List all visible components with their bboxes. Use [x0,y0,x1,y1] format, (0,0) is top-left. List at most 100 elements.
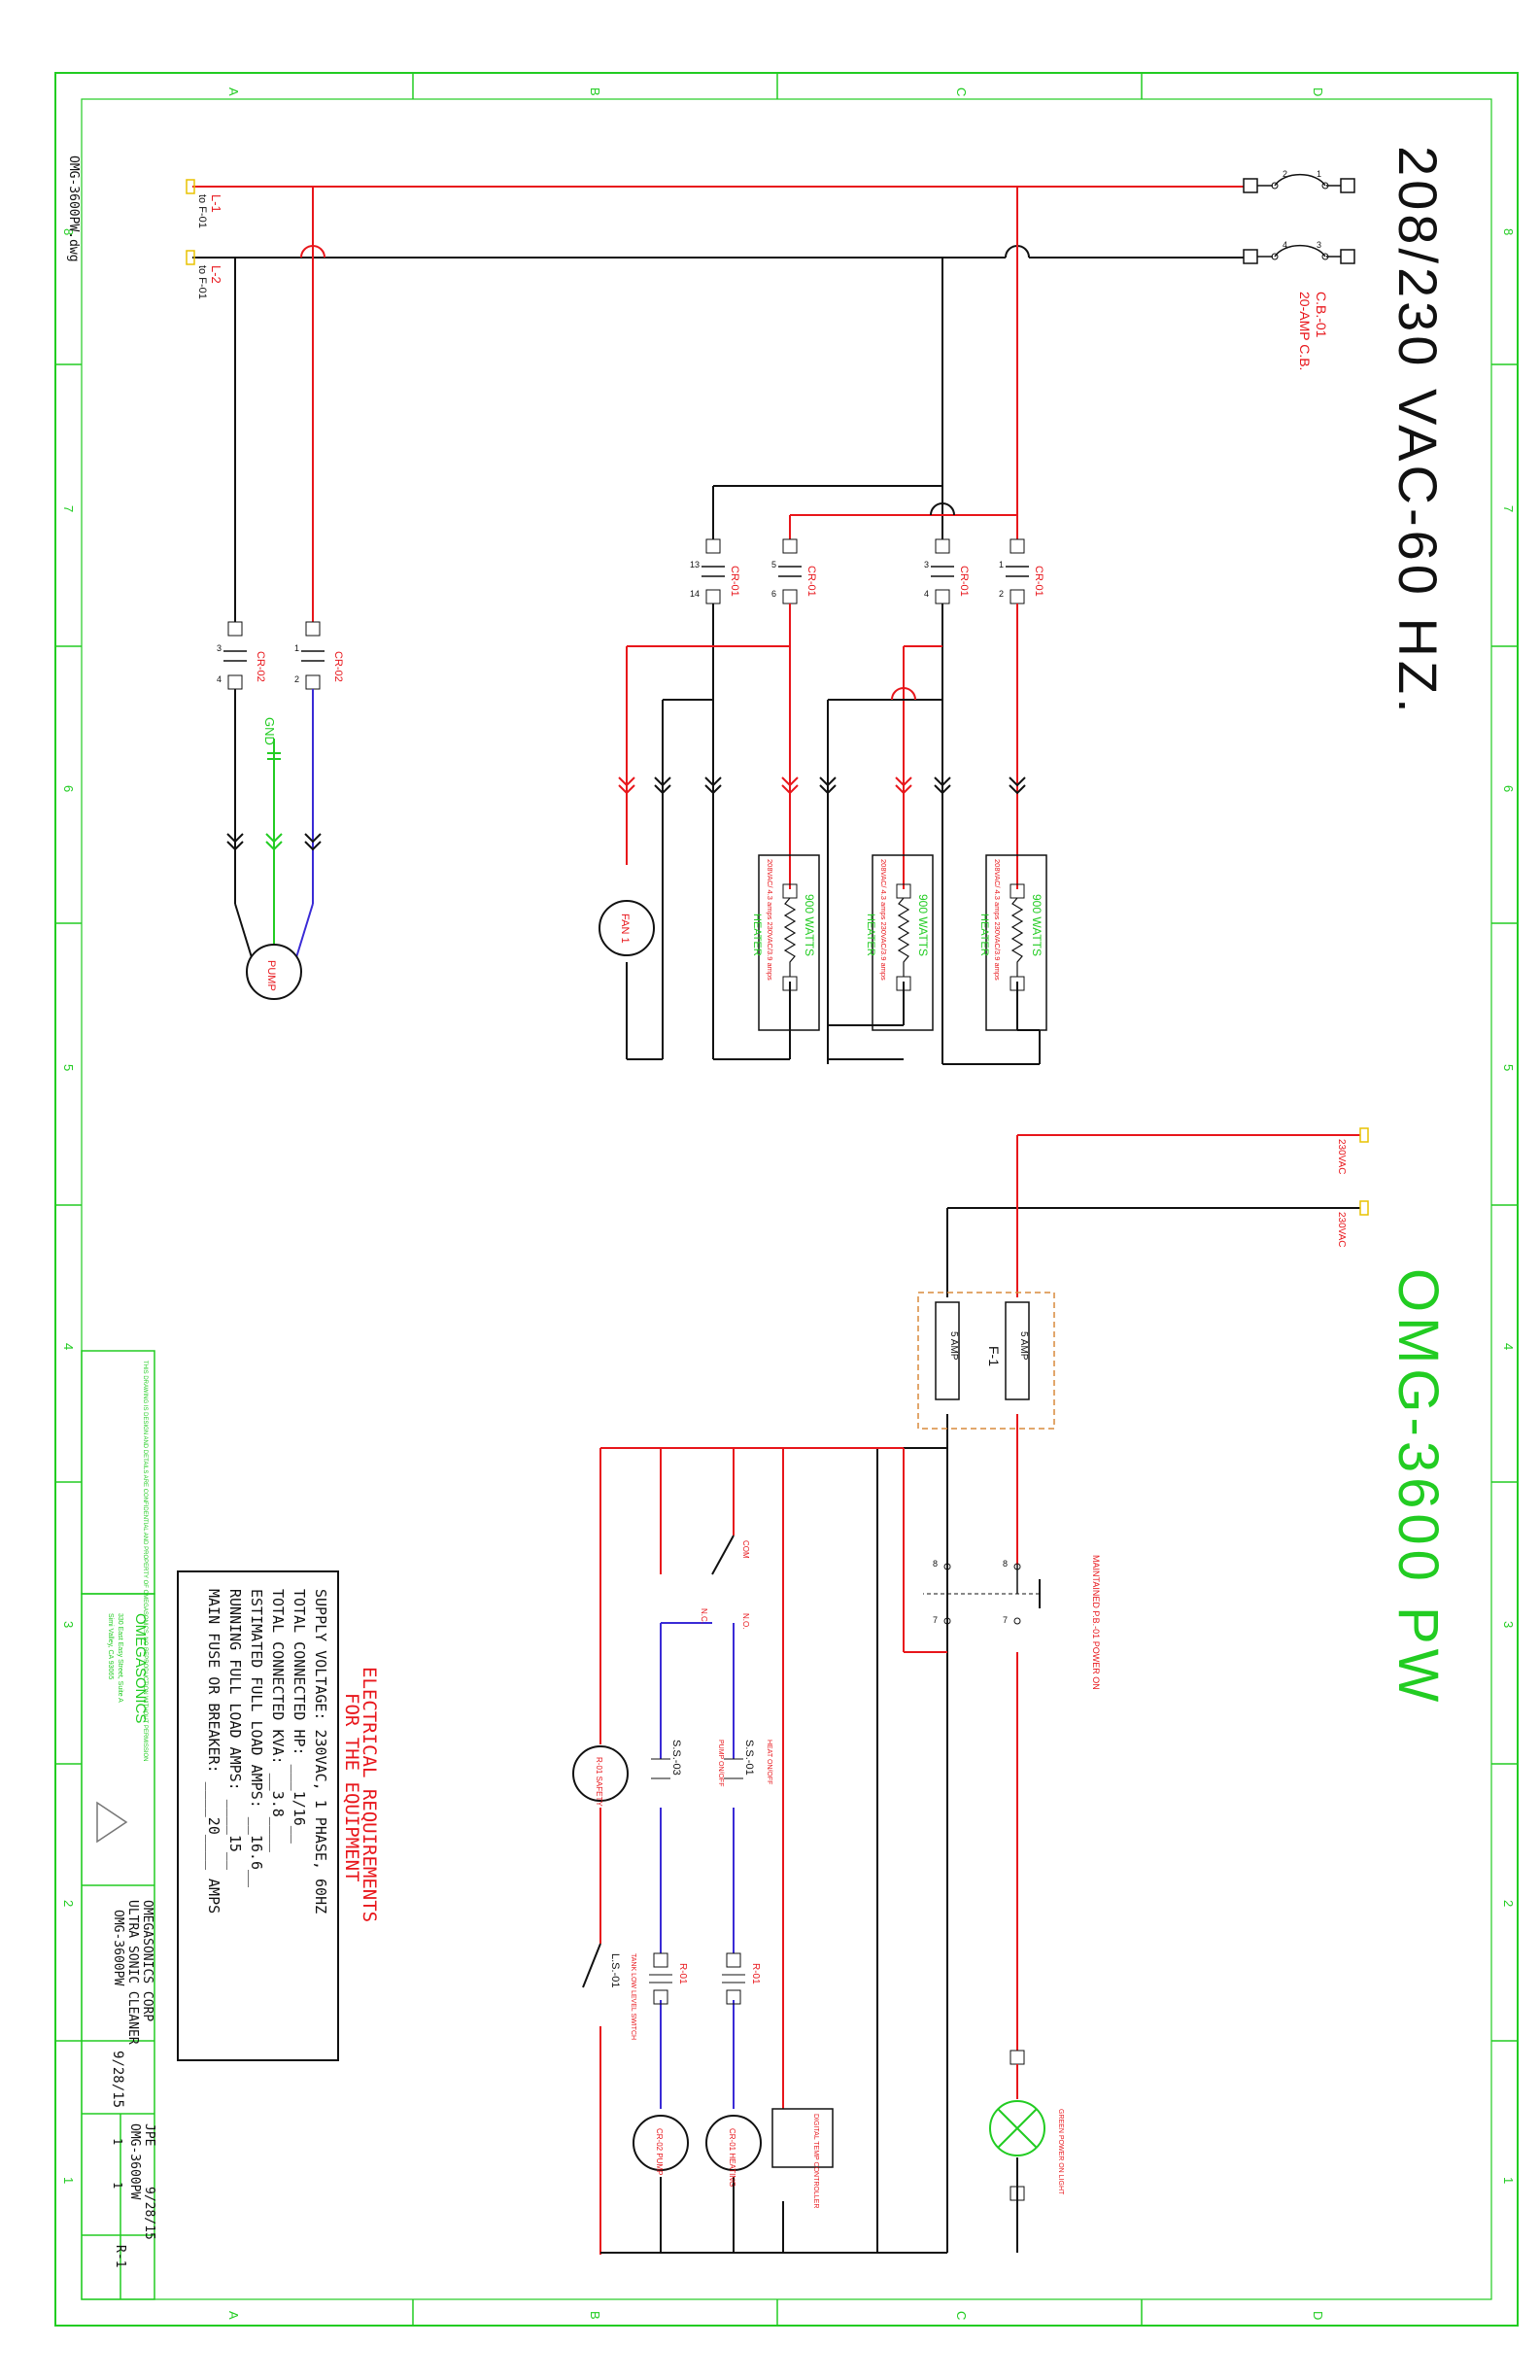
heater-2: 900 WATTS HEATER 208VAC/ 4.3 amps 230VAC… [865,854,934,1031]
zone-row-d: D [1311,87,1325,96]
zone-row-a-bottom: A [226,2311,241,2320]
heater-3-watts: 900 WATTS [803,894,816,956]
req-row-1: SUPPLY VOLTAGE: 230VAC, 1 PHASE, 60HZ [312,1589,329,1914]
zone-row-b-bottom: B [588,2311,602,2320]
tb-date-stamp: 9/28/15 [110,2051,125,2108]
cb-rating: 20-AMP C.B. [1297,292,1313,370]
cr01-pin-3: 3 [924,560,929,569]
vac1-label: 230VAC [1336,1139,1347,1175]
control-supply: 230VAC 230VAC [1336,1127,1369,1248]
heater-1-label: HEATER [978,914,990,956]
cr01-pin-2: 2 [999,589,1004,599]
tb-sheet: 1 [111,2138,124,2145]
zone-row-c: C [954,87,969,96]
zone-row-d-bottom: D [1311,2311,1325,2320]
cr02-pin-3: 3 [217,643,222,653]
zone-col-2: 2 [1501,1900,1516,1907]
ss03-desc: PUMP ON/OFF [717,1740,724,1786]
cb-id: C.B.-01 [1314,292,1329,338]
border-frame [54,72,1519,2327]
tb-dwg-no: OMG-3600PW [127,2123,142,2199]
pushbutton-pb01: MAINTAINED P.B.-01 POWER ON 8 7 8 7 [923,1555,1101,1690]
cr01-pin-6: 6 [771,589,776,599]
zone-col-8: 8 [1501,228,1516,235]
cr01-label-3: CR-01 [805,566,817,597]
ls01-label: L.S.-01 [609,1953,621,1987]
fuse-block-f1: 5 AMP 5 AMP F-1 [917,1292,1055,1430]
temp-controller: DIGITAL TEMP CONTROLLER [771,2108,834,2208]
fuse-id: F-1 [986,1346,1002,1366]
cr01-label-4: CR-01 [729,566,740,597]
req-row-6: MAIN FUSE OR BREAKER: ____20____ AMPS [205,1589,222,1914]
pb-pin-7a: 7 [1003,1615,1008,1625]
pb-pin-7b: 7 [933,1615,938,1625]
heater-2-spec: 208VAC/ 4.3 amps 230VAC/3.9 amps [879,859,888,981]
cr01-pin-5: 5 [771,560,776,569]
zone-col-4-left: 4 [61,1343,76,1350]
req-title-2: FOR THE EQUIPMENT [341,1693,362,1881]
zone-col-1-left: 1 [61,2177,76,2184]
tb-date: 9/28/15 [142,2187,156,2240]
power-wiring [192,186,1244,622]
tb-model: OMG-3600PW [111,1910,125,1985]
cr01-contacts: CR-01 CR-01 CR-01 CR-01 1 2 3 4 5 6 13 1… [690,538,1044,604]
heater-1-watts: 900 WATTS [1030,894,1044,956]
cr02-pin-4: 4 [217,674,222,684]
cr02-label-b: CR-02 [255,651,266,682]
req-row-4: ESTIMATED FULL LOAD AMPS: __16.6__ [248,1589,265,1888]
pb-label: MAINTAINED P.B.-01 POWER ON [1091,1555,1101,1690]
heater-1: 900 WATTS HEATER 208VAC/ 4.3 amps 230VAC… [978,854,1047,1031]
zone-col-5-left: 5 [61,1064,76,1071]
cr02-pin-1: 1 [294,643,299,653]
supply-title: 208/230 VAC-60 HZ. [1387,146,1449,717]
no-label: N.O. [741,1613,750,1629]
circuit-breaker-cb01: 2 1 4 3 C.B.-01 20-AMP C.B. [1243,169,1355,370]
zone-col-3-left: 3 [61,1621,76,1628]
zone-col-3: 3 [1501,1621,1516,1628]
zone-ticks [55,73,1518,2326]
light-label: GREEN POWER ON LIGHT [1057,2109,1064,2195]
fuse-1-rating: 5 AMP [1018,1331,1029,1361]
tb-drawn-by: JPE [142,2123,156,2146]
fan-label: FAN 1 [619,914,631,944]
pump-motor: PUMP [246,944,302,1000]
fan-motor: FAN 1 [599,900,655,956]
cb-pin-1: 1 [1317,169,1321,179]
req-title-1: ELECTRICAL REQUIREMENTS [359,1667,380,1922]
fuse-2-rating: 5 AMP [948,1331,959,1361]
selector-switches: COM N.C. N.O. S.S.-01 HEAT ON/OFF S.S.-0… [609,1540,772,2040]
heater-2-watts: 900 WATTS [916,894,930,956]
zone-col-1: 1 [1501,2177,1516,2184]
ss03-label: S.S.-03 [670,1740,682,1776]
cr02-contacts: CR-02 CR-02 1 2 3 4 [217,621,344,690]
zone-labels: 8 7 6 5 4 3 2 1 8 7 6 5 4 3 2 1 A B C D … [61,87,1516,2320]
heater-3-spec: 208VAC/ 4.3 amps 230VAC/3.9 amps [766,859,774,981]
ss01-desc: HEAT ON/OFF [766,1740,772,1784]
title-block [81,1350,155,2300]
cr01-pin-4: 4 [924,589,929,599]
zone-col-2-left: 2 [61,1900,76,1907]
tb-notice: THIS DRAWING IS DESIGN AND DETAILS ARE C… [142,1361,148,1762]
tb-of: 1 [111,2182,124,2189]
heater-wiring [618,604,1041,1065]
temp-controller-label: DIGITAL TEMP CONTROLLER [812,2114,819,2208]
l1-label: L-1 [209,194,223,213]
zone-row-a: A [226,87,241,96]
cr02-pin-2: 2 [294,674,299,684]
ls01-desc: TANK LOW LEVEL SWITCH [630,1953,636,2040]
cr02-label-a: CR-02 [332,651,344,682]
l2-label: L-2 [209,265,223,284]
model-title: OMG-3600 PW [1386,1268,1450,1707]
heater-3: 900 WATTS HEATER 208VAC/ 4.3 amps 230VAC… [751,854,820,1031]
r01-coil-label: R-01 SAFETY [595,1757,603,1807]
zone-row-c-bottom: C [954,2311,969,2320]
tb-product: ULTRA SONIC CLEANER [125,1900,140,2045]
tb-address: 330 East Easy Street, Suite A [117,1613,123,1703]
requirements-box: ELECTRICAL REQUIREMENTS FOR THE EQUIPMEN… [177,1570,380,2061]
cr01-pin-13: 13 [690,560,700,569]
tb-city: Simi Valley, CA 93065 [107,1613,114,1679]
zone-row-b: B [588,87,602,96]
heater-1-spec: 208VAC/ 4.3 amps 230VAC/3.9 amps [993,859,1002,981]
zone-col-5: 5 [1501,1064,1516,1071]
cb-pin-4: 4 [1283,240,1287,250]
